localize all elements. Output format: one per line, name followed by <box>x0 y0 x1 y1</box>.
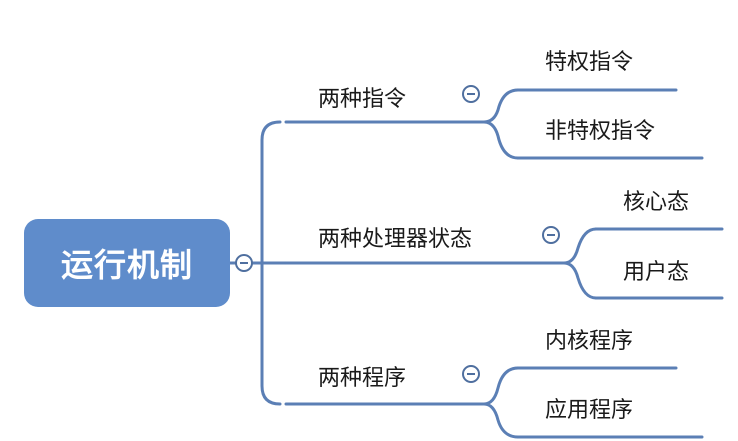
branch-1-fork <box>446 88 520 160</box>
leaf-node-1-2[interactable]: 非特权指令 <box>545 119 656 144</box>
branch-2-collapse-icon[interactable] <box>542 226 560 244</box>
branch-node-2[interactable]: 两种处理器状态 <box>318 227 473 252</box>
leaf-node-3-1[interactable]: 内核程序 <box>545 329 634 354</box>
branch-3-collapse-icon[interactable] <box>462 365 480 383</box>
root-collapse-icon[interactable] <box>235 254 253 272</box>
root-node[interactable]: 运行机制 <box>24 219 230 307</box>
branch-2-fork <box>526 227 598 300</box>
leaf-node-3-2[interactable]: 应用程序 <box>545 398 634 423</box>
branch-node-1[interactable]: 两种指令 <box>318 87 407 112</box>
branch-3-fork <box>446 366 520 439</box>
leaf-node-2-1[interactable]: 核心态 <box>623 190 690 215</box>
leaf-node-2-2[interactable]: 用户态 <box>623 260 690 285</box>
branch-1-collapse-icon[interactable] <box>462 85 480 103</box>
branch-node-3[interactable]: 两种程序 <box>318 366 407 391</box>
leaf-node-1-1[interactable]: 特权指令 <box>545 50 634 75</box>
trunk-vertical <box>260 120 282 406</box>
